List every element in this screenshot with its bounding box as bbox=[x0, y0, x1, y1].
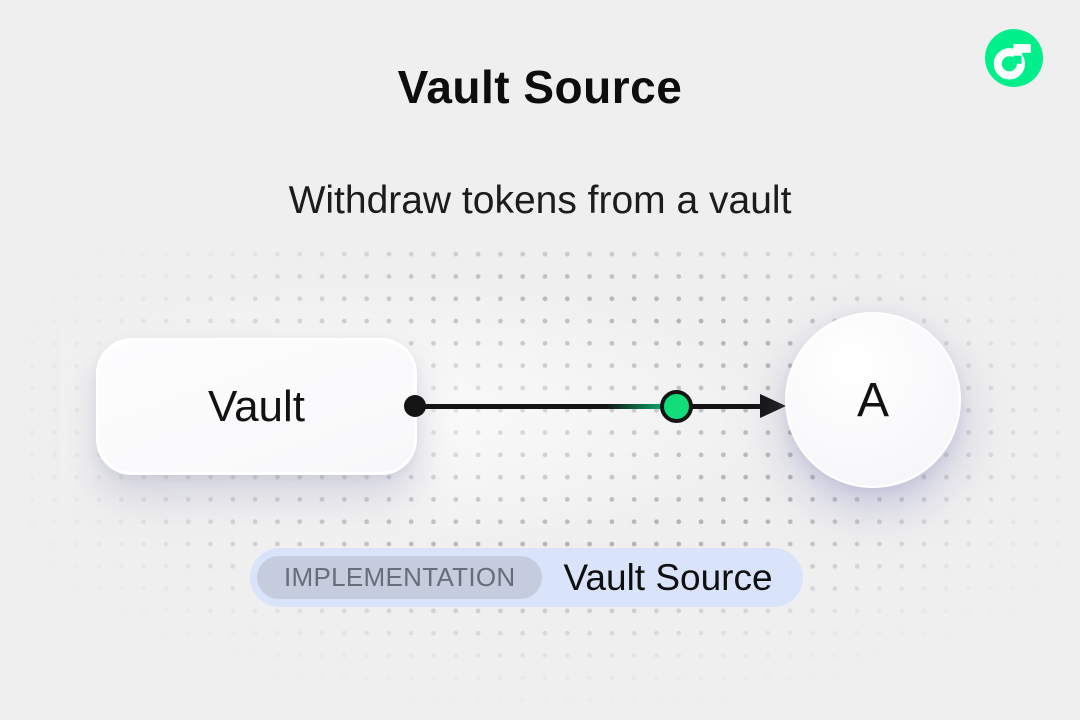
vault-node: Vault bbox=[96, 338, 417, 475]
implementation-badge: IMPLEMENTATION Vault Source bbox=[250, 548, 803, 607]
account-node-label: A bbox=[856, 373, 889, 427]
connector-line bbox=[415, 404, 762, 409]
token-circle-icon bbox=[660, 390, 693, 423]
flow-logo-icon bbox=[985, 29, 1043, 87]
page-subtitle: Withdraw tokens from a vault bbox=[288, 179, 792, 222]
implementation-label: Vault Source bbox=[563, 556, 773, 598]
arrowhead-icon bbox=[760, 394, 786, 418]
implementation-tag: IMPLEMENTATION bbox=[257, 556, 543, 599]
page-title: Vault Source bbox=[397, 61, 683, 113]
account-node: A bbox=[785, 312, 961, 488]
connector-start-dot bbox=[404, 395, 426, 417]
vault-node-label: Vault bbox=[207, 381, 306, 431]
